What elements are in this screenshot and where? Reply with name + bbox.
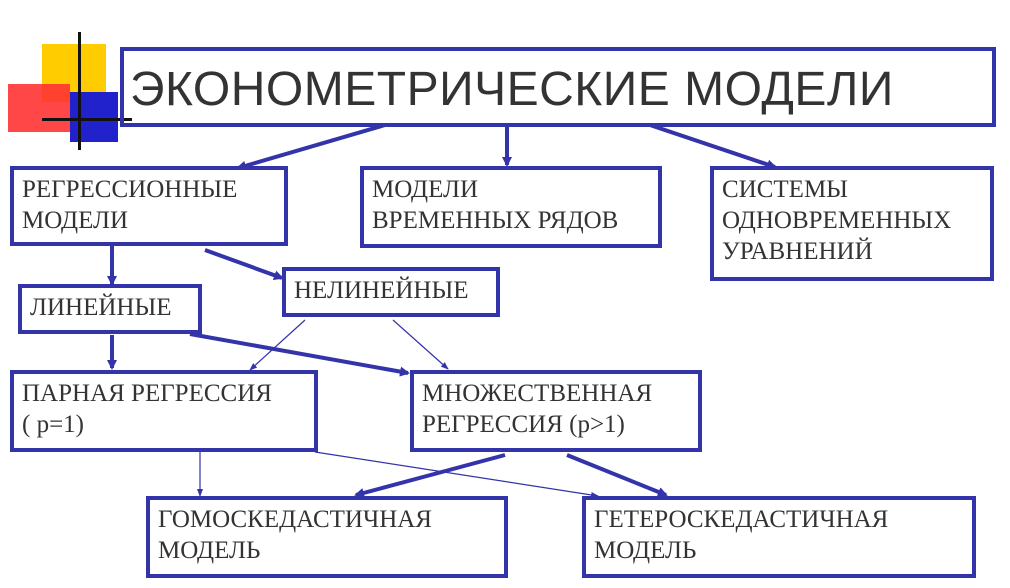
deco-vertical-line bbox=[78, 32, 81, 150]
node-linear: ЛИНЕЙНЫЕ bbox=[18, 284, 202, 334]
node-pair-regression: ПАРНАЯ РЕГРЕССИЯ ( p=1) bbox=[10, 370, 318, 452]
deco-red-square bbox=[8, 84, 70, 132]
node-regression-models: РЕГРЕССИОННЫЕ МОДЕЛИ bbox=[10, 166, 288, 246]
edge-title-systems bbox=[649, 123, 777, 170]
edge-pair-hetero bbox=[314, 451, 599, 498]
node-simultaneous-systems: СИСТЕМЫ ОДНОВРЕМЕННЫХ УРАВНЕНИЙ bbox=[710, 166, 994, 281]
node-time-series-models: МОДЕЛИ ВРЕМЕННЫХ РЯДОВ bbox=[360, 166, 662, 248]
node-homoscedastic: ГОМОСКЕДАСТИЧНАЯ МОДЕЛЬ bbox=[146, 496, 508, 578]
edge-regression-nonlinear bbox=[204, 248, 284, 280]
page-title: ЭКОНОМЕТРИЧЕСКИЕ МОДЕЛИ bbox=[130, 63, 894, 116]
edge-linear-multiple bbox=[189, 332, 410, 377]
title-box bbox=[120, 47, 996, 127]
edge-nonlinear-pair bbox=[249, 319, 306, 371]
edge-multiple-homo bbox=[354, 453, 506, 498]
edge-title-regression bbox=[236, 123, 386, 171]
node-heteroscedastic: ГЕТЕРОСКЕДАСТИЧНАЯ МОДЕЛЬ bbox=[582, 496, 976, 578]
edge-multiple-hetero bbox=[566, 453, 668, 497]
node-nonlinear: НЕЛИНЕЙНЫЕ bbox=[282, 267, 500, 317]
node-multiple-regression: МНОЖЕСТВЕННАЯ РЕГРЕССИЯ (p>1) bbox=[410, 370, 702, 452]
deco-horizontal-line bbox=[42, 118, 132, 121]
edge-nonlinear-multiple bbox=[392, 319, 449, 370]
